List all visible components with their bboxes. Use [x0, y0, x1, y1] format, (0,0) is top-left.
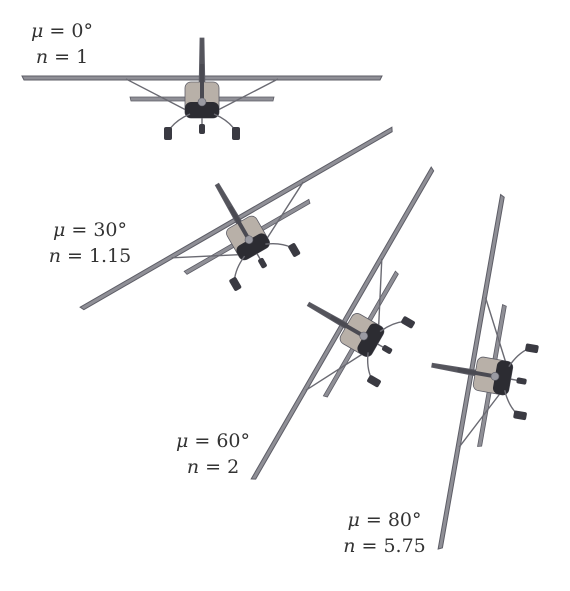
- wheel-nose: [199, 124, 205, 134]
- label-bank-80: μ = 80° n = 5.75: [343, 509, 426, 557]
- label-bank-60: μ = 60° n = 2: [175, 430, 251, 478]
- wheel-left: [164, 127, 172, 140]
- strut-right: [266, 181, 304, 240]
- airplane-bank-80: [431, 193, 539, 550]
- strut-right: [484, 297, 507, 363]
- strut-left: [458, 393, 501, 448]
- wheel-right: [525, 343, 539, 354]
- wheel-nose: [382, 345, 393, 354]
- propeller: [200, 64, 204, 106]
- wheel-left: [229, 277, 242, 291]
- wheel-right: [401, 316, 415, 329]
- spinner: [244, 235, 254, 245]
- strut-right: [217, 78, 279, 111]
- cowling-lower: [492, 360, 513, 395]
- strut-left: [171, 253, 240, 259]
- wheel-right: [232, 127, 240, 140]
- gear-left: [233, 255, 246, 281]
- wheel-nose: [516, 377, 527, 385]
- cowling-lower: [236, 233, 270, 260]
- gear-left: [366, 352, 373, 379]
- airplane-bank-30: [79, 126, 393, 311]
- wheel-left: [513, 410, 527, 421]
- airplane-level: [21, 37, 383, 140]
- label-bank-30: μ = 30° n = 1.15: [48, 219, 132, 267]
- spinner: [197, 97, 207, 107]
- wheel-nose: [258, 258, 267, 269]
- cowling-lower: [357, 323, 384, 357]
- propeller: [457, 367, 500, 380]
- propeller: [329, 315, 369, 340]
- wheel-left: [367, 375, 381, 388]
- cowling-lower: [185, 102, 219, 118]
- spinner: [359, 331, 369, 341]
- gear-right: [265, 242, 292, 249]
- spinner: [490, 372, 500, 381]
- strut-left: [305, 353, 364, 391]
- wheel-right: [288, 243, 301, 257]
- strut-left: [125, 78, 187, 111]
- propeller: [228, 205, 253, 245]
- gear-right: [379, 320, 405, 333]
- strut-right: [377, 258, 383, 327]
- label-level: μ = 0° n = 1: [31, 20, 93, 68]
- airplane-bank-60: [250, 166, 435, 480]
